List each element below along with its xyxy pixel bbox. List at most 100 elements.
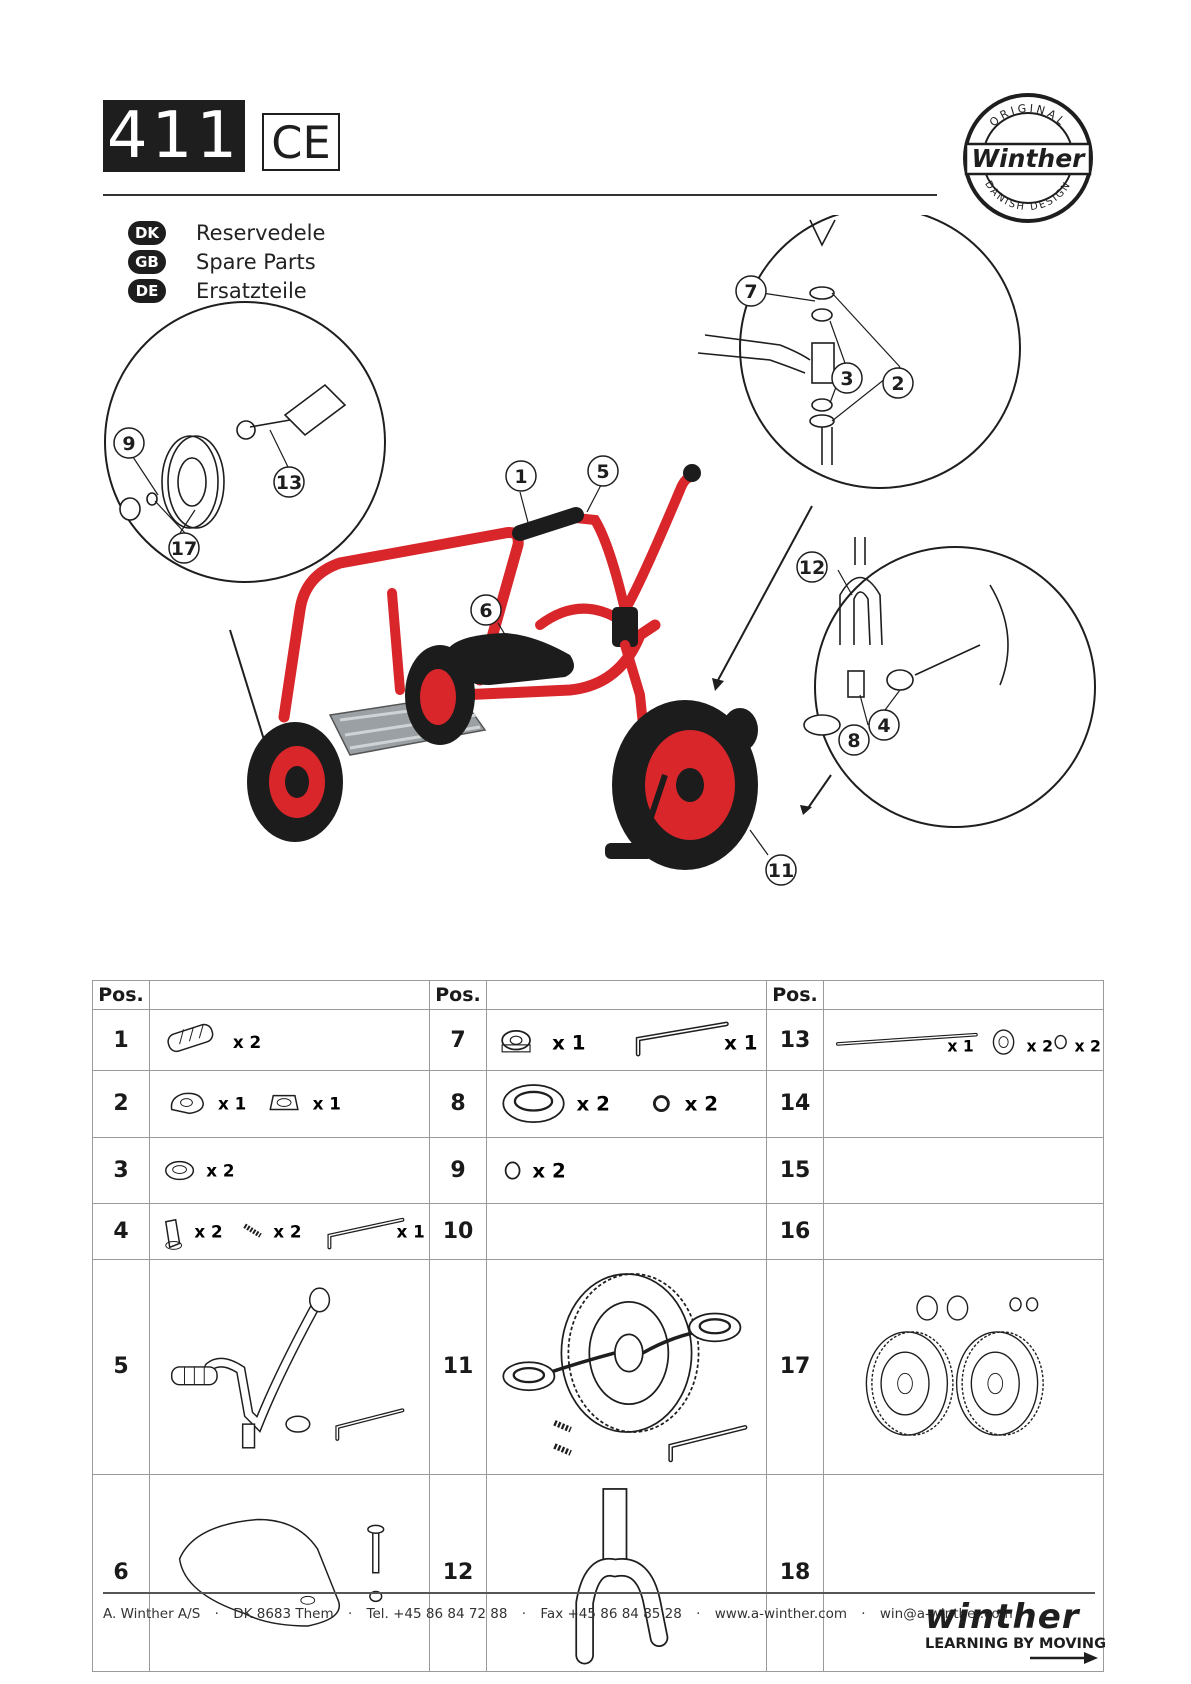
svg-text:9: 9 xyxy=(122,433,135,455)
arrow-right-icon xyxy=(1030,1652,1098,1664)
svg-text:x 1: x 1 xyxy=(947,1036,973,1055)
part-7-clamp-and-key: x 1 x 1 xyxy=(501,1021,757,1057)
footer-website-link[interactable]: www.a-winther.com xyxy=(714,1606,847,1622)
pos-number: 3 xyxy=(92,1136,150,1204)
svg-text:x 1: x 1 xyxy=(218,1094,246,1114)
part-cell xyxy=(823,1258,1104,1475)
footer-email-link[interactable]: win@a-winther.com xyxy=(879,1606,1013,1622)
model-number: 411 xyxy=(103,100,245,172)
pos-number: 9 xyxy=(429,1136,487,1204)
part-cell-empty xyxy=(823,1473,1104,1673)
callout-8: 8 xyxy=(838,724,870,756)
part-cell: x 1 x 2 x 2 xyxy=(823,1008,1104,1072)
callout-6: 6 xyxy=(470,594,502,626)
part-9-nut: x 2 xyxy=(504,1159,566,1182)
part-cell: x 1 x 1 xyxy=(486,1008,767,1072)
part-cell: x 2 x 2 x 1 xyxy=(149,1202,430,1260)
svg-text:17: 17 xyxy=(171,538,197,560)
tricycle-exploded-illustration: 1 2 3 4 5 6 7 8 9 11 12 13 17 xyxy=(104,215,1096,886)
part-cell xyxy=(149,1473,430,1673)
callout-12: 12 xyxy=(796,551,828,583)
callout-2: 2 xyxy=(882,367,914,399)
part-cell: x 2 xyxy=(486,1136,767,1204)
ce-mark: CE xyxy=(262,113,340,171)
part-cell: x 2 x 2 xyxy=(486,1070,767,1138)
ce-mark-text: CE xyxy=(271,117,330,169)
part-cell xyxy=(486,1473,767,1673)
table-header-row: Pos. Pos. Pos. xyxy=(92,980,1104,1010)
callout-5: 5 xyxy=(587,455,619,487)
footer-fax: Fax +45 86 84 85 28 xyxy=(540,1606,682,1622)
part-8-pedal-and-ring: x 2 x 2 xyxy=(502,1084,718,1124)
lang-code-badge: DE xyxy=(128,279,166,303)
footer-company: A. Winther A/S xyxy=(103,1606,201,1622)
pos-number: 5 xyxy=(92,1258,150,1475)
pos-number: 15 xyxy=(766,1136,824,1204)
rear-wheel-detail xyxy=(119,383,347,529)
pos-header: Pos. xyxy=(92,980,150,1010)
pos-number: 12 xyxy=(429,1473,487,1673)
svg-text:7: 7 xyxy=(744,281,757,303)
part-3-bearing-ring: x 2 xyxy=(165,1160,234,1180)
brand-tagline: LEARNING BY MOVING xyxy=(925,1636,1106,1652)
part-1-handle-grip: x 2 xyxy=(167,1023,261,1052)
svg-text:x 1: x 1 xyxy=(552,1032,585,1055)
pos-number: 16 xyxy=(766,1202,824,1260)
svg-text:x 2: x 2 xyxy=(233,1032,261,1052)
pos-number: 2 xyxy=(92,1070,150,1138)
pointer-fork xyxy=(805,774,832,812)
footer-separator: · xyxy=(861,1606,866,1622)
svg-text:x 2: x 2 xyxy=(532,1159,565,1182)
part-12-fork xyxy=(575,1487,669,1665)
part-cell-empty xyxy=(823,1070,1104,1138)
part-2-bearing-cups: x 1 x 1 xyxy=(170,1093,341,1115)
callout-3: 3 xyxy=(831,362,863,394)
svg-text:13: 13 xyxy=(276,472,302,494)
footer-phone: Tel. +45 86 84 72 88 xyxy=(366,1606,508,1622)
svg-text:4: 4 xyxy=(877,715,890,737)
svg-text:x 2: x 2 xyxy=(1027,1036,1053,1055)
svg-text:x 2: x 2 xyxy=(206,1160,234,1180)
part-cell xyxy=(486,1258,767,1475)
pointer-steering xyxy=(716,505,813,683)
part-cell-empty xyxy=(823,1136,1104,1204)
callout-1: 1 xyxy=(505,460,537,492)
pos-number: 1 xyxy=(92,1008,150,1072)
pos-number: 17 xyxy=(766,1258,824,1475)
svg-text:x 2: x 2 xyxy=(273,1221,301,1241)
svg-text:x 2: x 2 xyxy=(194,1221,222,1241)
tricycle xyxy=(247,464,758,870)
brand-logo-text: winther xyxy=(925,1597,1080,1637)
callout-9: 9 xyxy=(113,427,145,459)
part-4-expander-screw-key: x 2 x 2 x 1 xyxy=(164,1217,425,1250)
pos-number: 8 xyxy=(429,1070,487,1138)
svg-text:x 2: x 2 xyxy=(685,1093,718,1116)
callout-4: 4 xyxy=(868,709,900,741)
svg-text:6: 6 xyxy=(479,600,492,622)
pos-number: 13 xyxy=(766,1008,824,1072)
table-row: 3 x 2 9 x 2 15 xyxy=(92,1136,1104,1204)
part-13-axle-washer-cap: x 1 x 2 x 2 xyxy=(835,1029,1101,1055)
lang-code-badge: DK xyxy=(128,221,166,245)
pos-number: 10 xyxy=(429,1202,487,1260)
spare-parts-table: Pos. Pos. Pos. 1 x 2 7 x 1 x 1 xyxy=(92,980,1104,1673)
pos-header: Pos. xyxy=(429,980,487,1010)
footer-separator: · xyxy=(347,1606,353,1622)
lang-label: Reservedele xyxy=(196,221,326,245)
svg-text:5: 5 xyxy=(596,461,609,483)
detail-circle-rear-wheel xyxy=(104,301,386,583)
pos-header: Pos. xyxy=(766,980,824,1010)
svg-text:x 1: x 1 xyxy=(724,1032,757,1055)
lang-label: Ersatzteile xyxy=(196,279,307,303)
header-divider xyxy=(103,194,937,196)
svg-text:12: 12 xyxy=(799,557,825,579)
callout-17: 17 xyxy=(168,532,200,564)
lang-label: Spare Parts xyxy=(196,250,316,274)
table-row: 4 x 2 x 2 x 1 10 16 xyxy=(92,1202,1104,1260)
part-cell: x 2 xyxy=(149,1136,430,1204)
part-cell: x 2 xyxy=(149,1008,430,1072)
footer-separator: · xyxy=(214,1606,219,1622)
svg-text:11: 11 xyxy=(768,860,794,882)
footer-separator: · xyxy=(521,1606,527,1622)
svg-text:1: 1 xyxy=(514,466,527,488)
